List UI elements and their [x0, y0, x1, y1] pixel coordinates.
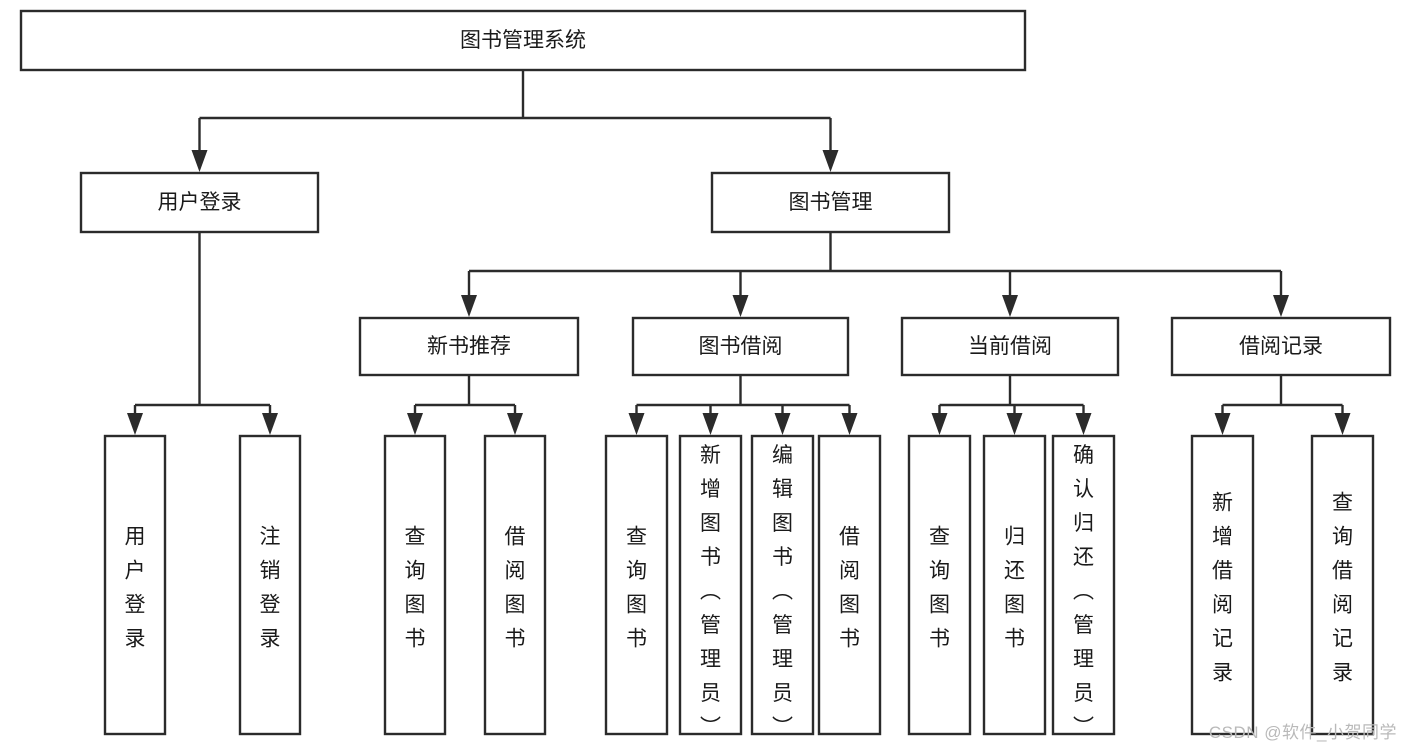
connector-group [461, 232, 1289, 317]
connector-group [628, 375, 858, 435]
node-box [907, 434, 972, 736]
node-leaf-query-book-1[interactable]: 查询图书 [383, 434, 447, 736]
node-leaf-logout[interactable]: 注销登录 [238, 434, 302, 736]
node-box [79, 171, 320, 234]
node-box [817, 434, 882, 736]
node-leaf-add-record[interactable]: 新增借阅记录 [1190, 434, 1255, 736]
node-box [1170, 316, 1392, 377]
node-label: 查询图书 [405, 526, 426, 651]
node-box [1310, 434, 1375, 736]
node-layer: 图书管理系统用户登录图书管理新书推荐图书借阅当前借阅借阅记录用户登录注销登录查询… [19, 9, 1392, 739]
node-label: 新增图书︵管理员︶ [700, 444, 721, 739]
node-box [982, 434, 1047, 736]
node-label: 借阅图书 [839, 526, 860, 651]
node-label: 图书借阅 [699, 335, 783, 358]
node-box [19, 9, 1027, 72]
connector-group [127, 232, 278, 435]
node-box [604, 434, 669, 736]
node-root[interactable]: 图书管理系统 [19, 9, 1027, 72]
node-leaf-borrow-book-2[interactable]: 借阅图书 [817, 434, 882, 736]
node-leaf-query-book-2[interactable]: 查询图书 [604, 434, 669, 736]
node-book-manage[interactable]: 图书管理 [710, 171, 951, 234]
node-leaf-user-login[interactable]: 用户登录 [103, 434, 167, 736]
node-label: 注销登录 [260, 526, 281, 651]
node-label: 用户登录 [158, 191, 242, 214]
node-leaf-edit-book[interactable]: 编辑图书︵管理员︶ [750, 434, 815, 739]
csdn-watermark: CSDN @软件_小贺同学 [1208, 723, 1397, 742]
node-box [103, 434, 167, 736]
node-label: 当前借阅 [968, 335, 1052, 358]
node-leaf-confirm-return[interactable]: 确认归还︵管理员︶ [1051, 434, 1116, 739]
node-leaf-query-record[interactable]: 查询借阅记录 [1310, 434, 1375, 736]
connector-group [1214, 375, 1351, 435]
node-label: 查询图书 [929, 526, 950, 651]
node-label: 借阅图书 [505, 526, 526, 651]
node-box [631, 316, 850, 377]
connector-group [407, 375, 523, 435]
node-label: 新增借阅记录 [1212, 492, 1233, 685]
node-box [383, 434, 447, 736]
node-box [1051, 434, 1116, 736]
node-leaf-query-book-3[interactable]: 查询图书 [907, 434, 972, 736]
node-label: 图书管理系统 [460, 29, 586, 52]
node-label: 借阅记录 [1239, 335, 1323, 358]
node-box [900, 316, 1120, 377]
node-leaf-add-book[interactable]: 新增图书︵管理员︶ [678, 434, 743, 739]
node-label: 编辑图书︵管理员︶ [772, 444, 793, 739]
node-label: 查询借阅记录 [1332, 492, 1353, 685]
node-label: 确认归还︵管理员︶ [1073, 444, 1094, 739]
node-label: 归还图书 [1004, 526, 1025, 651]
node-box [238, 434, 302, 736]
node-current-borrow[interactable]: 当前借阅 [900, 316, 1120, 377]
node-box [483, 434, 547, 736]
node-label: 图书管理 [789, 191, 873, 214]
node-label: 查询图书 [626, 526, 647, 651]
node-label: 新书推荐 [427, 335, 511, 358]
node-leaf-return-book[interactable]: 归还图书 [982, 434, 1047, 736]
node-book-borrow[interactable]: 图书借阅 [631, 316, 850, 377]
connector-layer [127, 70, 1351, 435]
node-box [1190, 434, 1255, 736]
node-label: 用户登录 [125, 526, 146, 651]
node-box [678, 434, 743, 736]
node-borrow-record[interactable]: 借阅记录 [1170, 316, 1392, 377]
node-user-login[interactable]: 用户登录 [79, 171, 320, 234]
node-box [750, 434, 815, 736]
node-box [358, 316, 580, 377]
connector-group [931, 375, 1092, 435]
node-new-book-rec[interactable]: 新书推荐 [358, 316, 580, 377]
node-leaf-borrow-book-1[interactable]: 借阅图书 [483, 434, 547, 736]
node-box [710, 171, 951, 234]
connector-group [191, 70, 839, 172]
